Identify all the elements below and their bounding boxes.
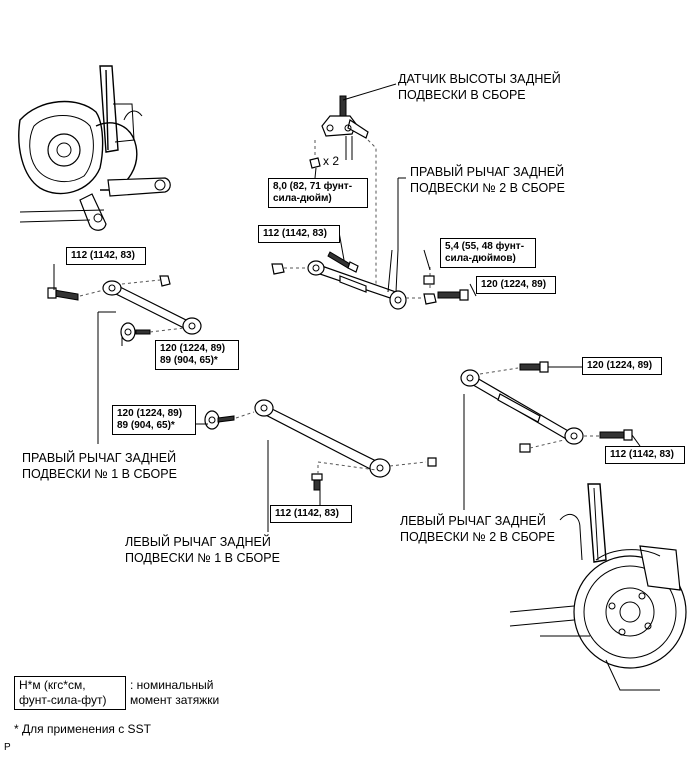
- height-sensor: [309, 83, 397, 286]
- right-arm-no1: [47, 264, 202, 444]
- torque-l1-front-cam: 120 (1224, 89) 89 (904, 65)*: [112, 405, 196, 435]
- rear-knuckle-top-left: [18, 65, 171, 231]
- quantity-label: x 2: [323, 154, 340, 168]
- torque-l2-front-bolt: 120 (1224, 89): [582, 357, 662, 375]
- label-right-arm-no1: ПРАВЫЙ РЫЧАГ ЗАДНЕЙ ПОДВЕСКИ № 1 В СБОРЕ: [22, 451, 177, 481]
- left-arm-no2: [460, 361, 641, 510]
- torque-r2-front-bolt: 112 (1142, 83): [258, 225, 340, 243]
- illustration-code: P: [4, 742, 11, 753]
- torque-r1-rear-cam: 120 (1224, 89) 89 (904, 65)*: [155, 340, 239, 370]
- label-height-sensor: ДАТЧИК ВЫСОТЫ ЗАДНЕЙ ПОДВЕСКИ В СБОРЕ: [398, 72, 561, 102]
- torque-l2-rear-bolt: 112 (1142, 83): [605, 446, 685, 464]
- torque-sensor-nut: 8,0 (82, 71 фунт- сила-дюйм): [268, 178, 368, 208]
- legend-unit-box: Н*м (кгс*см, фунт-сила-фут): [14, 676, 126, 710]
- footnote-sst: * Для применения с SST: [14, 722, 151, 736]
- legend-unit-description: : номинальный момент затяжки: [130, 678, 220, 707]
- left-arm-no1: [190, 399, 437, 532]
- label-left-arm-no1: ЛЕВЫЙ РЫЧАГ ЗАДНЕЙ ПОДВЕСКИ № 1 В СБОРЕ: [125, 535, 280, 565]
- torque-l1-rear-bolt: 112 (1142, 83): [270, 505, 352, 523]
- label-right-arm-no2: ПРАВЫЙ РЫЧАГ ЗАДНЕЙ ПОДВЕСКИ № 2 В СБОРЕ: [410, 165, 565, 195]
- torque-r2-rear-bolt: 120 (1224, 89): [476, 276, 556, 294]
- torque-sensor-link-nut: 5,4 (55, 48 фунт- сила-дюймов): [440, 238, 536, 268]
- label-left-arm-no2: ЛЕВЫЙ РЫЧАГ ЗАДНЕЙ ПОДВЕСКИ № 2 В СБОРЕ: [400, 514, 555, 544]
- right-arm-no2: [271, 167, 477, 310]
- torque-r1-front-bolt: 112 (1142, 83): [66, 247, 146, 265]
- rear-brake-bottom-right: [509, 483, 687, 691]
